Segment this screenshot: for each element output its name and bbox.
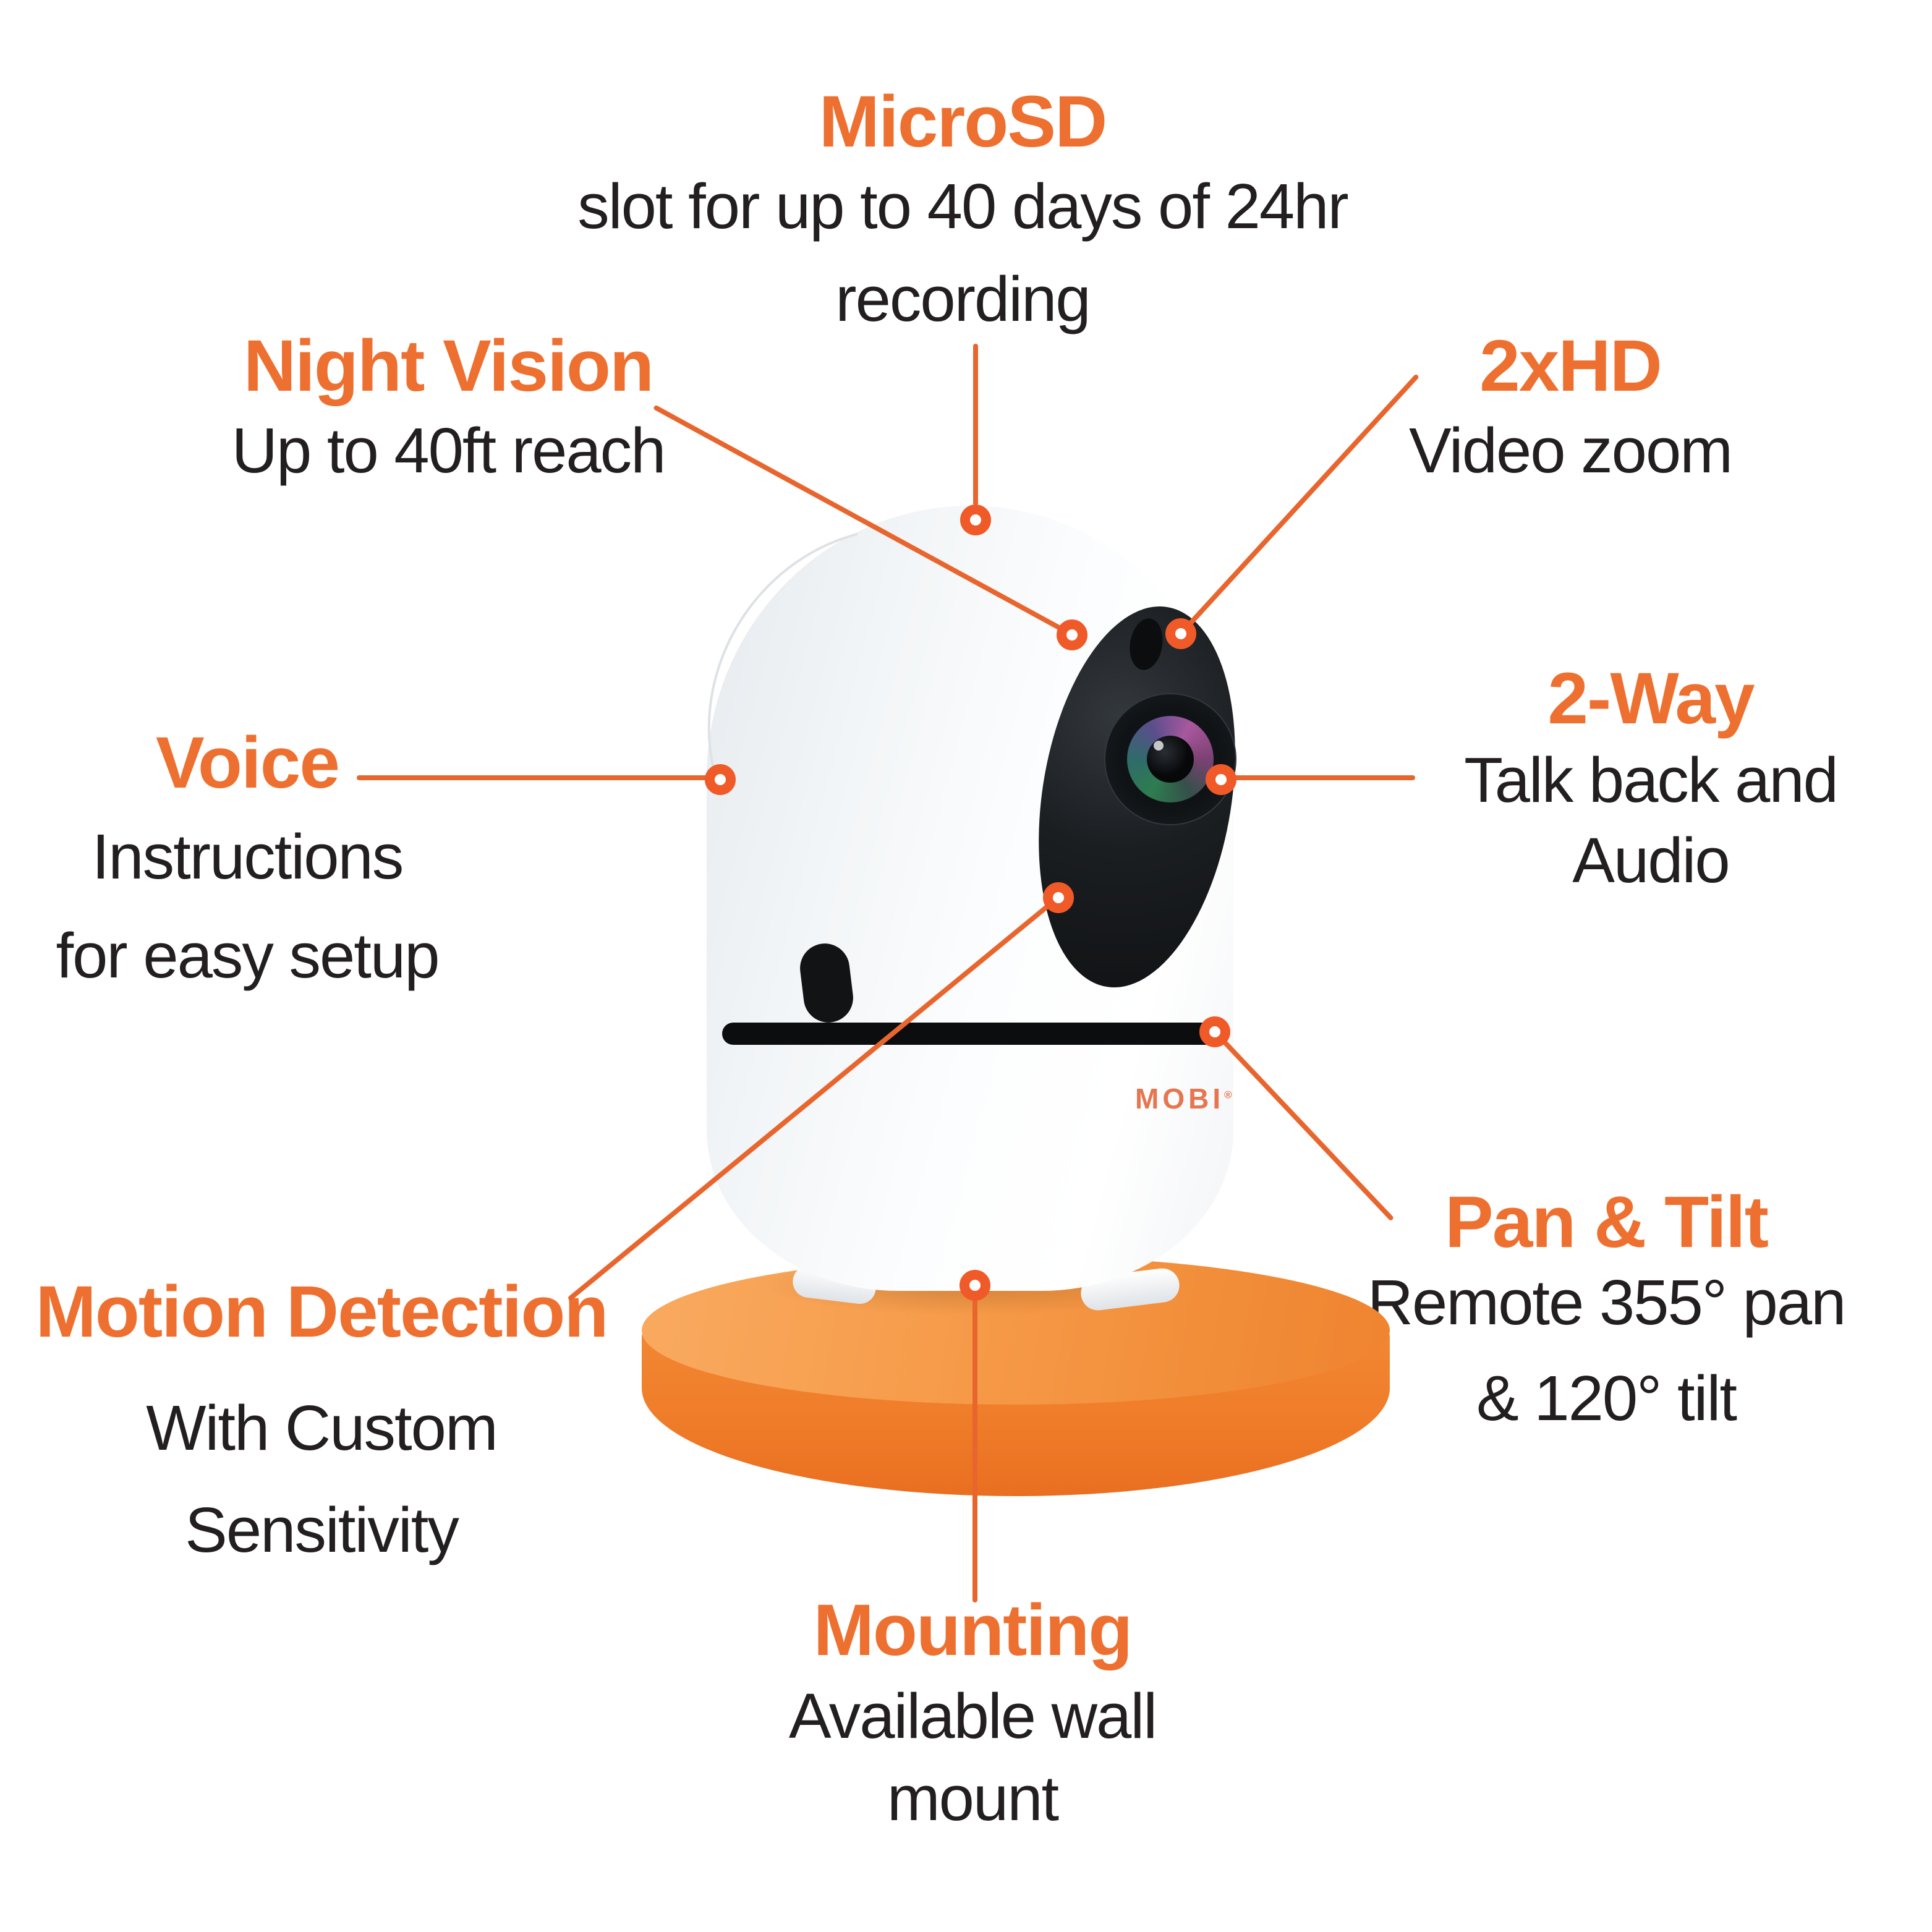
connector-line-microsd	[973, 344, 978, 506]
lens-glint-icon	[1154, 741, 1164, 751]
brand-logo: MOBI®	[1135, 1082, 1232, 1115]
callout-motion-title: Motion Detection	[35, 1271, 608, 1353]
callout-night-vision-line-1: Up to 40ft reach	[231, 415, 666, 486]
callout-voice-line-2: for easy setup	[56, 920, 440, 991]
callout-pan-tilt-line-2: & 120° tilt	[1476, 1363, 1737, 1434]
brand-reg-mark: ®	[1224, 1089, 1232, 1101]
connector-line-pan-tilt	[1213, 1030, 1395, 1222]
callout-microsd-line-2: recording	[835, 263, 1091, 334]
connector-line-voice	[357, 775, 720, 780]
callout-2-way-line-2: Audio	[1572, 825, 1730, 896]
connector-dot-pan-tilt	[1199, 1016, 1230, 1047]
connector-dot-mounting	[960, 1270, 990, 1301]
callout-voice-title: Voice	[155, 722, 340, 804]
connector-dot-motion	[1043, 882, 1074, 913]
callout-motion-line-1: With Custom	[146, 1392, 498, 1463]
connector-line-mounting	[972, 1285, 977, 1602]
callout-motion-line-2: Sensitivity	[185, 1494, 459, 1565]
callout-mounting-line-1: Available wall	[788, 1680, 1157, 1751]
connector-dot-night-vision	[1057, 619, 1087, 650]
connector-dot-2-way	[1206, 764, 1236, 795]
callout-2xhd-title: 2xHD	[1479, 325, 1662, 407]
camera-waist-band	[722, 1023, 1218, 1045]
callout-microsd-line-1: slot for up to 40 days of 24hr	[577, 171, 1348, 242]
callout-2xhd-line-1: Video zoom	[1408, 415, 1733, 486]
callout-2-way-line-1: Talk back and	[1464, 744, 1839, 815]
connector-dot-voice	[705, 764, 736, 795]
callout-night-vision-title: Night Vision	[243, 325, 654, 407]
callout-voice-line-1: Instructions	[91, 821, 404, 892]
callout-mounting-title: Mounting	[813, 1589, 1133, 1671]
callout-pan-tilt-title: Pan & Tilt	[1444, 1181, 1769, 1263]
connector-dot-microsd	[960, 504, 991, 535]
connector-line-2xhd	[1178, 373, 1419, 636]
callout-pan-tilt-line-1: Remote 355° pan	[1367, 1267, 1847, 1338]
brand-text: MOBI	[1135, 1083, 1225, 1115]
connector-line-2-way	[1221, 775, 1415, 780]
callout-mounting-line-2: mount	[887, 1763, 1059, 1834]
connector-dot-2xhd	[1165, 618, 1196, 649]
callout-microsd-title: MicroSD	[819, 81, 1108, 163]
callout-2-way-title: 2-Way	[1547, 658, 1755, 739]
